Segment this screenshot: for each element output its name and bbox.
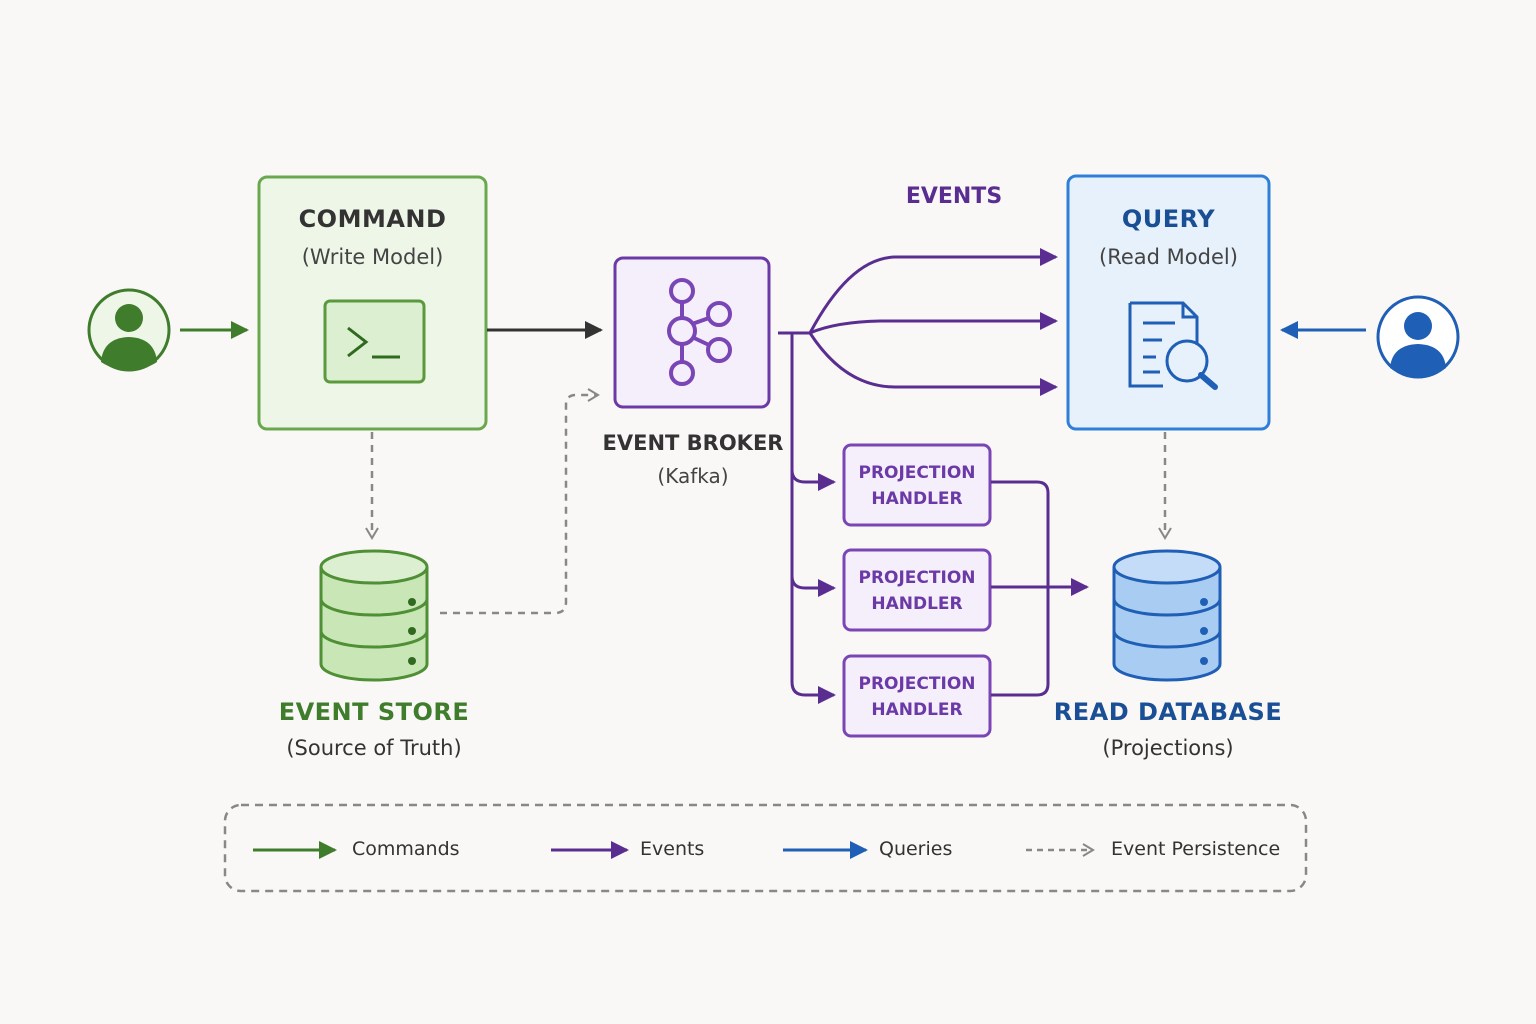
user-icon-left [87,288,171,372]
query-title: QUERY [1121,205,1216,233]
projection-handler-1-line1: PROJECTION [858,463,976,483]
read-db-title: READ DATABASE [1053,698,1283,726]
document-search-icon [1128,301,1218,390]
projection-handler-1: PROJECTION HANDLER [844,460,990,512]
projection-handler-2-line1: PROJECTION [858,568,976,588]
handler-arrows-to-read-db [991,480,1089,697]
kafka-icon [667,278,732,386]
read-db-subtitle: (Projections) [1102,736,1234,760]
projection-handler-box-2 [842,548,992,632]
event-store-database-icon [319,549,429,682]
projection-handler-1-line2: HANDLER [871,489,963,509]
projection-handler-box-3 [842,654,992,738]
legend-queries-label: Queries [879,838,953,860]
command-title: COMMAND [298,205,447,233]
query-subtitle: (Read Model) [1099,245,1238,269]
persistence-arrows [365,388,1172,615]
projection-handler-3: PROJECTION HANDLER [844,671,990,723]
terminal-icon [323,299,426,384]
legend-persistence-label: Event Persistence [1111,838,1281,860]
event-broker-box [613,256,771,409]
projection-handler-3-line2: HANDLER [871,700,963,720]
projection-handler-3-line1: PROJECTION [858,674,976,694]
event-arrows-to-query [778,248,1058,396]
event-store-subtitle: (Source of Truth) [286,736,462,760]
read-database-icon [1112,549,1222,682]
projection-handler-2: PROJECTION HANDLER [844,565,990,617]
event-store-title: EVENT STORE [278,698,470,726]
legend-commands-label: Commands [352,838,460,860]
legend-events-label: Events [640,838,705,860]
event-arrows-to-handlers [790,333,836,704]
events-label: EVENTS [905,184,1003,209]
broker-title: EVENT BROKER [602,431,784,455]
projection-handler-box-1 [842,443,992,527]
legend-box [223,803,1308,893]
projection-handler-2-line2: HANDLER [871,594,963,614]
broker-subtitle: (Kafka) [657,464,729,488]
user-icon-right [1376,295,1460,379]
command-subtitle: (Write Model) [301,245,444,269]
